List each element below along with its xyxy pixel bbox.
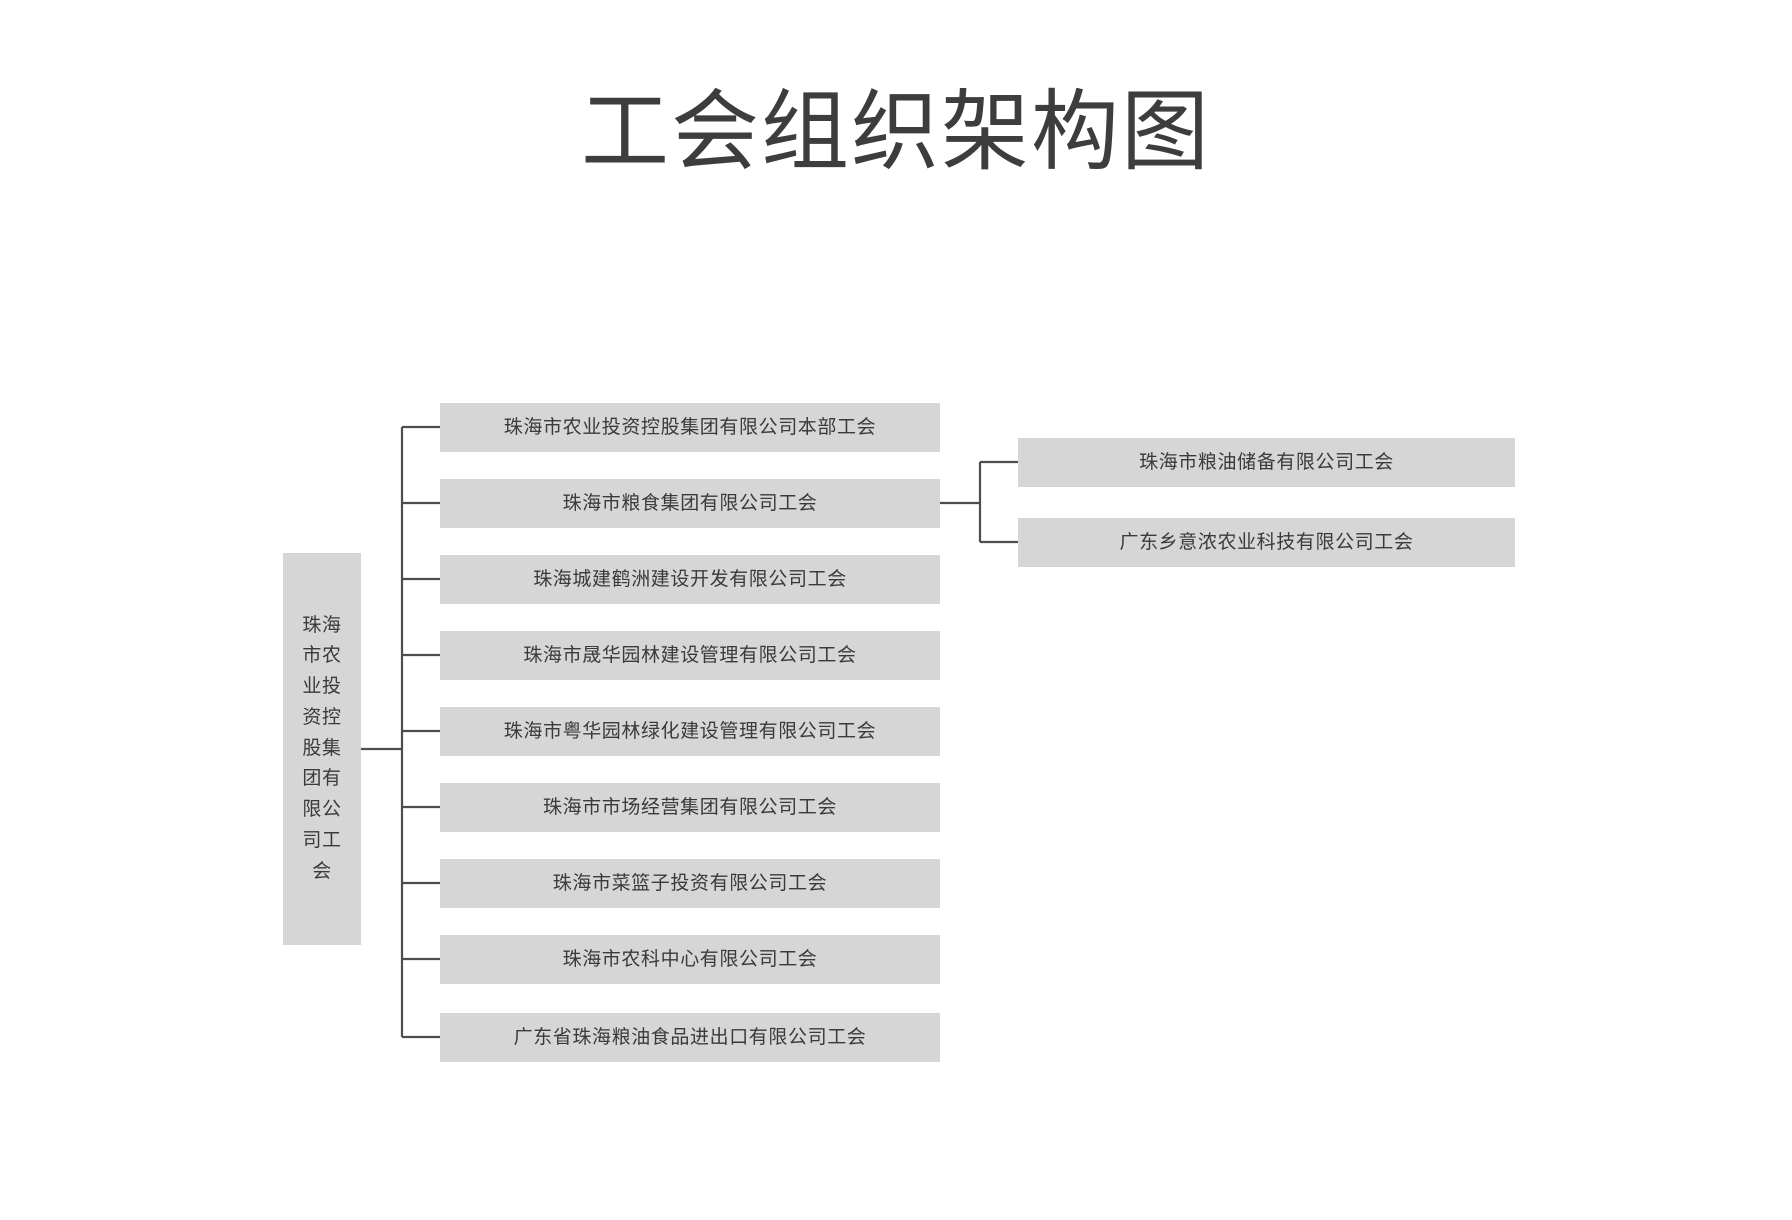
node-child-6[interactable]: 珠海市市场经营集团有限公司工会: [440, 783, 940, 832]
node-child-1[interactable]: 珠海市农业投资控股集团有限公司本部工会: [440, 403, 940, 452]
node-grandchild-2[interactable]: 广东乡意浓农业科技有限公司工会: [1018, 518, 1515, 567]
node-child-5[interactable]: 珠海市粤华园林绿化建设管理有限公司工会: [440, 707, 940, 756]
node-child-3[interactable]: 珠海城建鹤洲建设开发有限公司工会: [440, 555, 940, 604]
node-root[interactable]: 珠海市农业投资控股集团有限公司工会: [283, 553, 361, 945]
node-grandchild-1[interactable]: 珠海市粮油储备有限公司工会: [1018, 438, 1515, 487]
node-child-4[interactable]: 珠海市晟华园林建设管理有限公司工会: [440, 631, 940, 680]
node-child-9[interactable]: 广东省珠海粮油食品进出口有限公司工会: [440, 1013, 940, 1062]
node-child-2[interactable]: 珠海市粮食集团有限公司工会: [440, 479, 940, 528]
node-child-7[interactable]: 珠海市菜篮子投资有限公司工会: [440, 859, 940, 908]
node-child-8[interactable]: 珠海市农科中心有限公司工会: [440, 935, 940, 984]
page-title: 工会组织架构图: [580, 82, 1211, 181]
